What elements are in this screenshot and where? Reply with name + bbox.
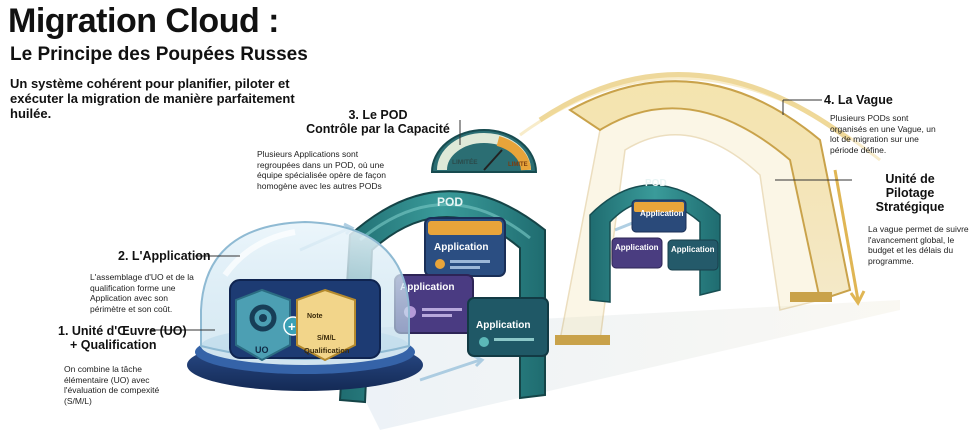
page-subtitle: Le Principe des Poupées Russes: [10, 44, 308, 65]
pod-title-line2: Contrôle par la Capacité: [306, 122, 450, 136]
pod-title: 3. Le POD Contrôle par la Capacité: [298, 108, 458, 136]
vague-title: 4. La Vague: [824, 93, 893, 107]
uo-description: On combine la tâche élémentaire (UO) ave…: [64, 364, 160, 406]
svg-text:S/M/L: S/M/L: [317, 335, 336, 342]
svg-text:Application: Application: [434, 242, 488, 253]
leader-lines: [150, 99, 852, 331]
pod-title-line1: 3. Le POD: [348, 108, 408, 122]
svg-text:LIMITÉE: LIMITÉE: [452, 157, 478, 166]
svg-text:LIMITE: LIMITE: [508, 162, 528, 168]
pod-description: Plusieurs Applications sont regroupées d…: [257, 149, 387, 191]
svg-text:Application: Application: [671, 245, 715, 254]
pilotage-title-line2: Pilotage: [885, 186, 935, 200]
svg-text:POD: POD: [437, 195, 463, 209]
svg-text:UO: UO: [255, 345, 269, 355]
application-title: 2. L'Application: [118, 249, 211, 263]
vague-description: Plusieurs PODs sont organisés en une Vag…: [830, 113, 936, 155]
page-title: Migration Cloud :: [8, 2, 280, 40]
pilotage-title: Unité de Pilotage Stratégique: [860, 172, 960, 214]
page-tagline: Un système cohérent pour planifier, pilo…: [10, 76, 295, 121]
svg-text:Application: Application: [615, 243, 659, 252]
application-description: L'assemblage d'UO et de la qualification…: [90, 272, 194, 314]
svg-text:Qualification: Qualification: [304, 346, 350, 355]
svg-text:Note: Note: [307, 313, 323, 320]
svg-text:Application: Application: [400, 282, 454, 293]
pilotage-title-line1: Unité de: [885, 172, 935, 186]
pilotage-description: La vague permet de suivre l'avancement g…: [868, 224, 969, 266]
uo-title: 1. Unité d'Œuvre (UO) + Qualification: [58, 324, 218, 352]
uo-title-line1: 1. Unité d'Œuvre (UO): [58, 324, 187, 338]
wave-arch: [519, 72, 881, 345]
application-dome: UO + Note S/M/L Qualification: [187, 220, 423, 391]
svg-text:POD: POD: [645, 178, 667, 189]
uo-title-line2: + Qualification: [70, 338, 157, 352]
svg-text:Application: Application: [640, 209, 684, 218]
svg-text:Application: Application: [476, 320, 530, 331]
svg-text:+: +: [288, 319, 296, 334]
small-pod: POD Application Application Application: [589, 178, 721, 303]
pilotage-title-line3: Stratégique: [875, 200, 945, 214]
